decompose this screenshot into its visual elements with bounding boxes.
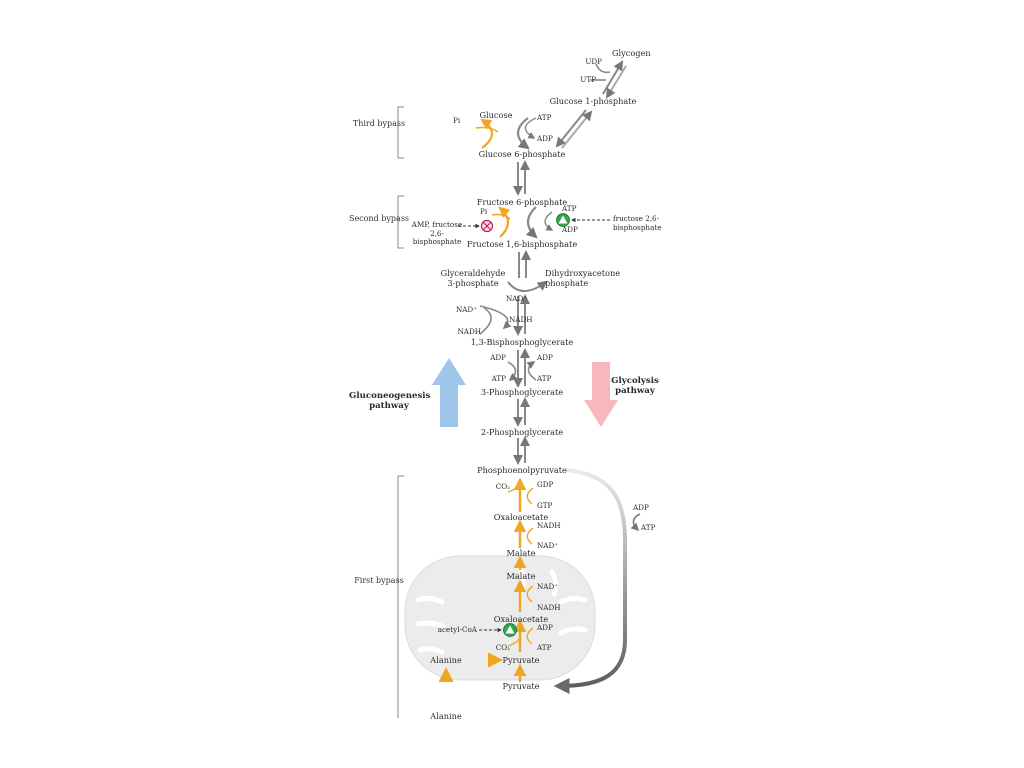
glycolysis-pathway-label: Glycolysis pathway — [611, 376, 659, 396]
fructose-26-bp-label: fructose 2,6-bisphosphate — [613, 214, 662, 232]
atp-label-hexokinase: ATP — [537, 113, 552, 122]
pgm-arrows — [513, 397, 530, 427]
inhibitor-icon-fbpase — [480, 219, 494, 233]
pyruvate-cytosol-label: Pyruvate — [502, 681, 540, 691]
gdp-label: GDP — [537, 480, 554, 489]
first-bypass-label: First bypass — [354, 576, 404, 585]
adp-label-hexokinase: ADP — [537, 134, 553, 143]
adp-label-pyruvate-kinase: ADP — [633, 503, 649, 512]
first-bypass-bracket — [397, 475, 404, 718]
co2-label-pepck: CO₂ — [495, 482, 510, 491]
oxaloacetate-cytosol-label: Oxaloacetate — [493, 512, 549, 522]
glucose-1-phosphate-label: Glucose 1-phosphate — [549, 96, 637, 106]
phosphoenolpyruvate-label: Phosphoenolpyruvate — [477, 465, 567, 475]
pi-label-third: Pi — [453, 116, 461, 125]
gtp-label: GTP — [537, 501, 553, 510]
g6p-f6p-arrows — [513, 160, 530, 196]
second-bypass-label: Second bypass — [348, 214, 410, 223]
nad-plus-label-mito: NAD⁺ — [537, 582, 559, 591]
glucose-label: Glucose — [479, 110, 513, 120]
aldolase-arrows — [507, 250, 548, 292]
fructose-6-phosphate-label: Fructose 6-phosphate — [476, 197, 568, 207]
pgk-arrows — [507, 348, 537, 388]
nadh-label-gluconeo: NADH — [457, 327, 481, 336]
pyruvate-kinase-cofactor-arrow — [630, 513, 641, 532]
nad-plus-label-cytosol: NAD⁺ — [537, 541, 559, 550]
oxaloacetate-mito-label: Oxaloacetate — [493, 614, 549, 624]
nad-plus-label-gluconeo: NAD⁺ — [455, 305, 477, 314]
2-phosphoglycerate-label: 2-Phosphoglycerate — [480, 427, 564, 437]
glucose-6-phosphate-label: Glucose 6-phosphate — [478, 149, 566, 159]
udp-label: UDP — [585, 57, 602, 66]
adp-label-pgk-left: ADP — [490, 353, 506, 362]
pyruvate-mito-label: Pyruvate — [502, 655, 540, 665]
malate-cytosol-label: Malate — [506, 548, 536, 558]
second-bypass-bracket — [397, 195, 404, 249]
nadh-label-glycolysis: NADH — [509, 315, 533, 324]
glycolysis-big-arrow — [584, 362, 618, 427]
atp-label-pyruvate-carboxylase: ATP — [537, 643, 552, 652]
gapdh-arrows — [479, 294, 530, 336]
alanine-mito-label: Alanine — [430, 655, 462, 665]
adp-label-pgk-right: ADP — [537, 353, 553, 362]
amp-fructose-26-bp-label: AMP, fructose 2,6-bisphosphate — [411, 220, 463, 246]
activator-icon-pyruvate-carboxylase — [503, 623, 517, 637]
third-bypass-bracket — [397, 106, 404, 159]
nad-plus-label-glycolysis: NAD⁺ — [506, 294, 528, 303]
first-bypass-arrows — [507, 477, 534, 682]
pyruvate-kinase-arrow — [553, 468, 627, 694]
atp-label-pgk-left: ATP — [491, 374, 506, 383]
nadh-label-mito: NADH — [537, 603, 561, 612]
adp-label-pfk: ADP — [562, 225, 578, 234]
utp-label: UTP — [580, 75, 596, 84]
dihydroxyacetone-phosphate-label: Dihydroxyacetone phosphate — [545, 268, 621, 288]
malate-mito-label: Malate — [506, 571, 536, 581]
atp-label-pfk: ATP — [562, 204, 577, 213]
adp-label-pyruvate-carboxylase: ADP — [537, 623, 553, 632]
3-phosphoglycerate-label: 3-Phosphoglycerate — [480, 387, 564, 397]
third-bypass-arrows — [475, 117, 537, 150]
mitochondrion — [404, 555, 596, 681]
g1p-g6p-arrows — [555, 109, 593, 149]
third-bypass-label: Third bypass — [352, 119, 406, 128]
enolase-arrows — [513, 436, 530, 465]
glycogen-conversion-arrows — [590, 60, 627, 99]
activator-icon-pfk — [556, 213, 570, 227]
alanine-label: Alanine — [430, 711, 462, 721]
atp-label-pyruvate-kinase: ATP — [641, 523, 656, 532]
bisphosphoglycerate-label: 1,3-Bisphosphoglycerate — [470, 337, 574, 347]
glyceraldehyde-3-phosphate-label: Glyceraldehyde 3-phosphate — [440, 268, 506, 288]
atp-label-pgk-right: ATP — [537, 374, 552, 383]
gluconeogenesis-big-arrow — [432, 358, 466, 427]
nadh-label-cytosol: NADH — [537, 521, 561, 530]
fructose-1-6-bisphosphate-label: Fructose 1,6-bisphosphate — [466, 239, 578, 249]
acetyl-coa-label: acetyl-CoA — [437, 625, 477, 634]
pi-label-second: Pi — [480, 207, 488, 216]
co2-label-pyruvate-carboxylase: CO₂ — [495, 643, 510, 652]
second-bypass-arrows — [491, 206, 554, 239]
gluconeogenesis-pathway-label: Gluconeogenesis pathway — [349, 391, 431, 411]
glycogen-label: Glycogen — [612, 48, 651, 58]
